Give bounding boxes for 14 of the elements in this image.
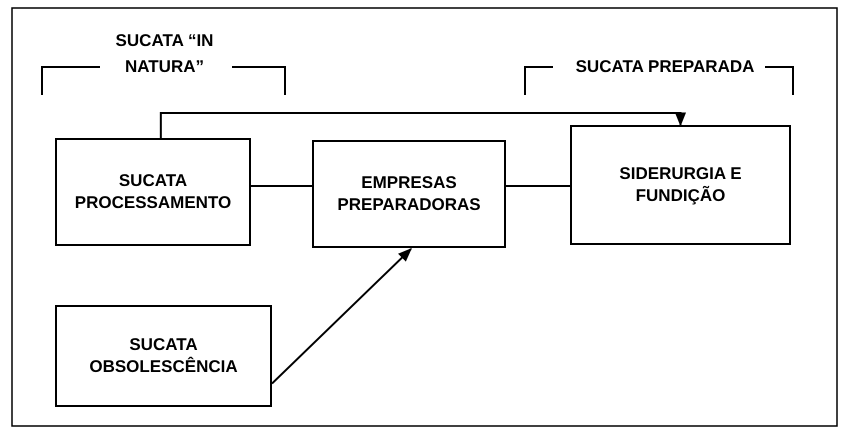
process-box: [570, 125, 791, 245]
box-text: EMPRESAS PREPARADORAS: [336, 172, 482, 216]
process-box: [55, 138, 251, 246]
arrow: [271, 248, 412, 384]
box-text: SUCATA PROCESSAMENTO: [74, 170, 232, 214]
box-text: SUCATA OBSOLESCÊNCIA: [88, 334, 239, 378]
line: [251, 185, 312, 187]
group-label: SUCATA “IN NATURA”: [114, 30, 214, 78]
line: [506, 185, 570, 187]
process-box: [55, 305, 272, 407]
box-text: SIDERURGIA E FUNDIÇÃO: [618, 163, 743, 207]
process-box: [312, 140, 506, 248]
arrow: [160, 112, 686, 138]
group-label: SUCATA PREPARADA: [574, 56, 756, 78]
